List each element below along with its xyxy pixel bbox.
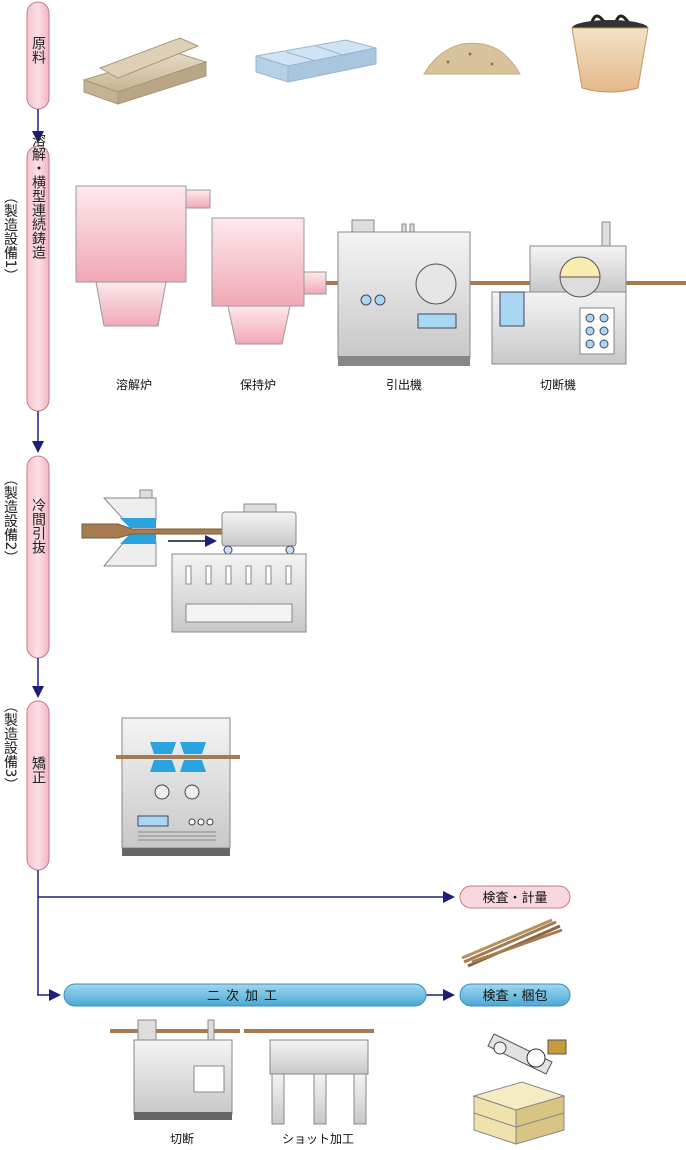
stage-label-melting: 溶解・横型連続鋳造 — [30, 133, 46, 260]
holding-furnace — [211, 217, 327, 345]
inspect-weigh-pill: 検査・計量 — [459, 885, 571, 909]
drawing-carriage — [221, 503, 297, 555]
svg-text:二次加工: 二次加工 — [207, 988, 283, 1004]
shot-machine — [244, 1029, 374, 1125]
stage-pill-straighten: 矯正 （製造設備3） — [2, 699, 50, 871]
stage-pill-raw: 原料 — [26, 1, 50, 110]
stage-label-drawing: 冷間引抜 — [30, 498, 46, 555]
svg-text:検査・梱包: 検査・梱包 — [482, 989, 547, 1004]
caliper-icon — [487, 1033, 567, 1075]
label-melting-furnace: 溶解炉 — [116, 377, 152, 392]
label-holding-furnace: 保持炉 — [240, 377, 276, 392]
melting-furnace — [75, 185, 211, 327]
equipment-label-2: （製造設備2） — [2, 472, 18, 565]
svg-text:検査・計量: 検査・計量 — [482, 890, 547, 906]
packed-boxes-icon — [472, 1081, 566, 1145]
stage-pill-drawing: 冷間引抜 （製造設備2） — [2, 455, 50, 659]
withdrawal-machine — [337, 219, 471, 366]
drawing-die — [102, 489, 157, 567]
rod-bundle-icon — [461, 918, 563, 968]
secondary-process-bar: 二次加工 — [63, 983, 427, 1007]
bucket-icon — [571, 14, 649, 93]
drawing-bench — [171, 553, 307, 633]
label-shot-process: ショット加工 — [282, 1132, 354, 1146]
equipment-label-3: （製造設備3） — [2, 699, 18, 792]
inspect-pack-pill: 検査・梱包 — [459, 983, 571, 1007]
label-cutting-machine: 切断機 — [540, 377, 576, 392]
metal-slab-icon — [255, 39, 377, 83]
powder-pile-icon — [423, 42, 521, 75]
secondary-cutting-machine — [110, 1019, 240, 1120]
stage-label-straighten: 矯正 — [30, 756, 46, 784]
cutting-machine — [491, 221, 627, 365]
stage-pill-melting: 溶解・横型連続鋳造 （製造設備1） — [2, 133, 50, 412]
stage-label-raw: 原料 — [30, 36, 46, 64]
ingot-icon — [82, 37, 208, 105]
label-secondary-cut: 切断 — [170, 1131, 194, 1146]
label-withdrawal-machine: 引出機 — [386, 377, 422, 392]
straightening-machine — [116, 717, 240, 856]
equipment-label-1: （製造設備1） — [2, 190, 18, 283]
